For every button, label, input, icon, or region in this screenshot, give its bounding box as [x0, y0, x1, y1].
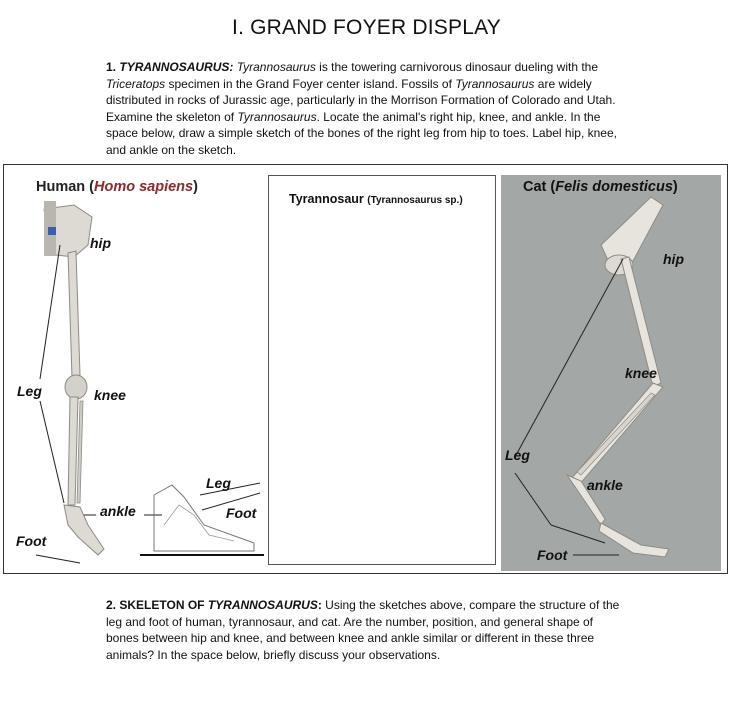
leg-comparison-figure: Human (Homo sapiens) hip knee Leg ankle …	[3, 164, 728, 574]
cat-hip-label: hip	[663, 251, 684, 267]
human-leg-skeleton-illustration	[35, 201, 264, 564]
section-2-text: Using the sketches above, compare the st…	[106, 598, 620, 662]
human-ankle-label: ankle	[100, 503, 136, 519]
section-2-heading-genus: TYRANNOSAURUS	[207, 598, 318, 612]
cat-foot-label: Foot	[537, 547, 568, 563]
section-2-heading: SKELETON OF	[119, 598, 208, 612]
section-1-genus: TYRANNOSAURUS:	[119, 60, 234, 74]
section-1-text-4: specimen in the Grand Foyer center islan…	[165, 76, 456, 91]
section-1-text-2: is the towering carnivorous dinosaur due…	[315, 60, 599, 74]
cat-leg-skeleton-illustration	[514, 196, 670, 558]
section-1-text-3: Triceratops	[106, 76, 166, 91]
section-1-number: 1.	[106, 60, 117, 74]
page-title: I. GRAND FOYER DISPLAY	[232, 16, 501, 39]
cat-panel-title: Cat (Felis domesticus)	[523, 179, 678, 195]
cat-knee-label: knee	[625, 365, 657, 381]
cat-panel: Cat (Felis domesticus) hip knee Leg ankl…	[501, 175, 721, 571]
section-1-text-1: Tyrannosaurus	[233, 60, 316, 74]
section-2-colon: :	[317, 598, 322, 612]
tyrannosaur-panel-title: Tyrannosaur (Tyrannosaurus sp.)	[289, 192, 463, 206]
cat-leg-label: Leg	[505, 447, 530, 463]
human-leg-label: Leg	[17, 383, 42, 399]
inset-leg-label: Leg	[206, 475, 231, 491]
section-1-text-8: . Locate the animal's right hip, knee, a…	[106, 109, 617, 157]
section-2-number: 2.	[106, 598, 117, 612]
section-2-paragraph: 2. SKELETON OF TYRANNOSAURUS: Using the …	[106, 597, 626, 663]
human-hip-label: hip	[90, 235, 111, 251]
section-1-text-7: Tyrannosaurus	[237, 109, 317, 124]
section-1-text-6: are widely distributed in rocks of Juras…	[106, 76, 616, 124]
section-1-paragraph: 1. TYRANNOSAURUS: Tyrannosaurus is the t…	[106, 59, 626, 158]
cat-ankle-label: ankle	[587, 477, 623, 493]
section-1-text-5: Tyrannosaurus	[455, 76, 535, 91]
tyrannosaur-sketch-box[interactable]: Tyrannosaur (Tyrannosaurus sp.)	[268, 175, 496, 565]
inset-foot-label: Foot	[226, 505, 257, 521]
human-knee-label: knee	[94, 387, 126, 403]
human-foot-label: Foot	[16, 533, 47, 549]
human-panel-title: Human (Homo sapiens)	[36, 179, 198, 195]
